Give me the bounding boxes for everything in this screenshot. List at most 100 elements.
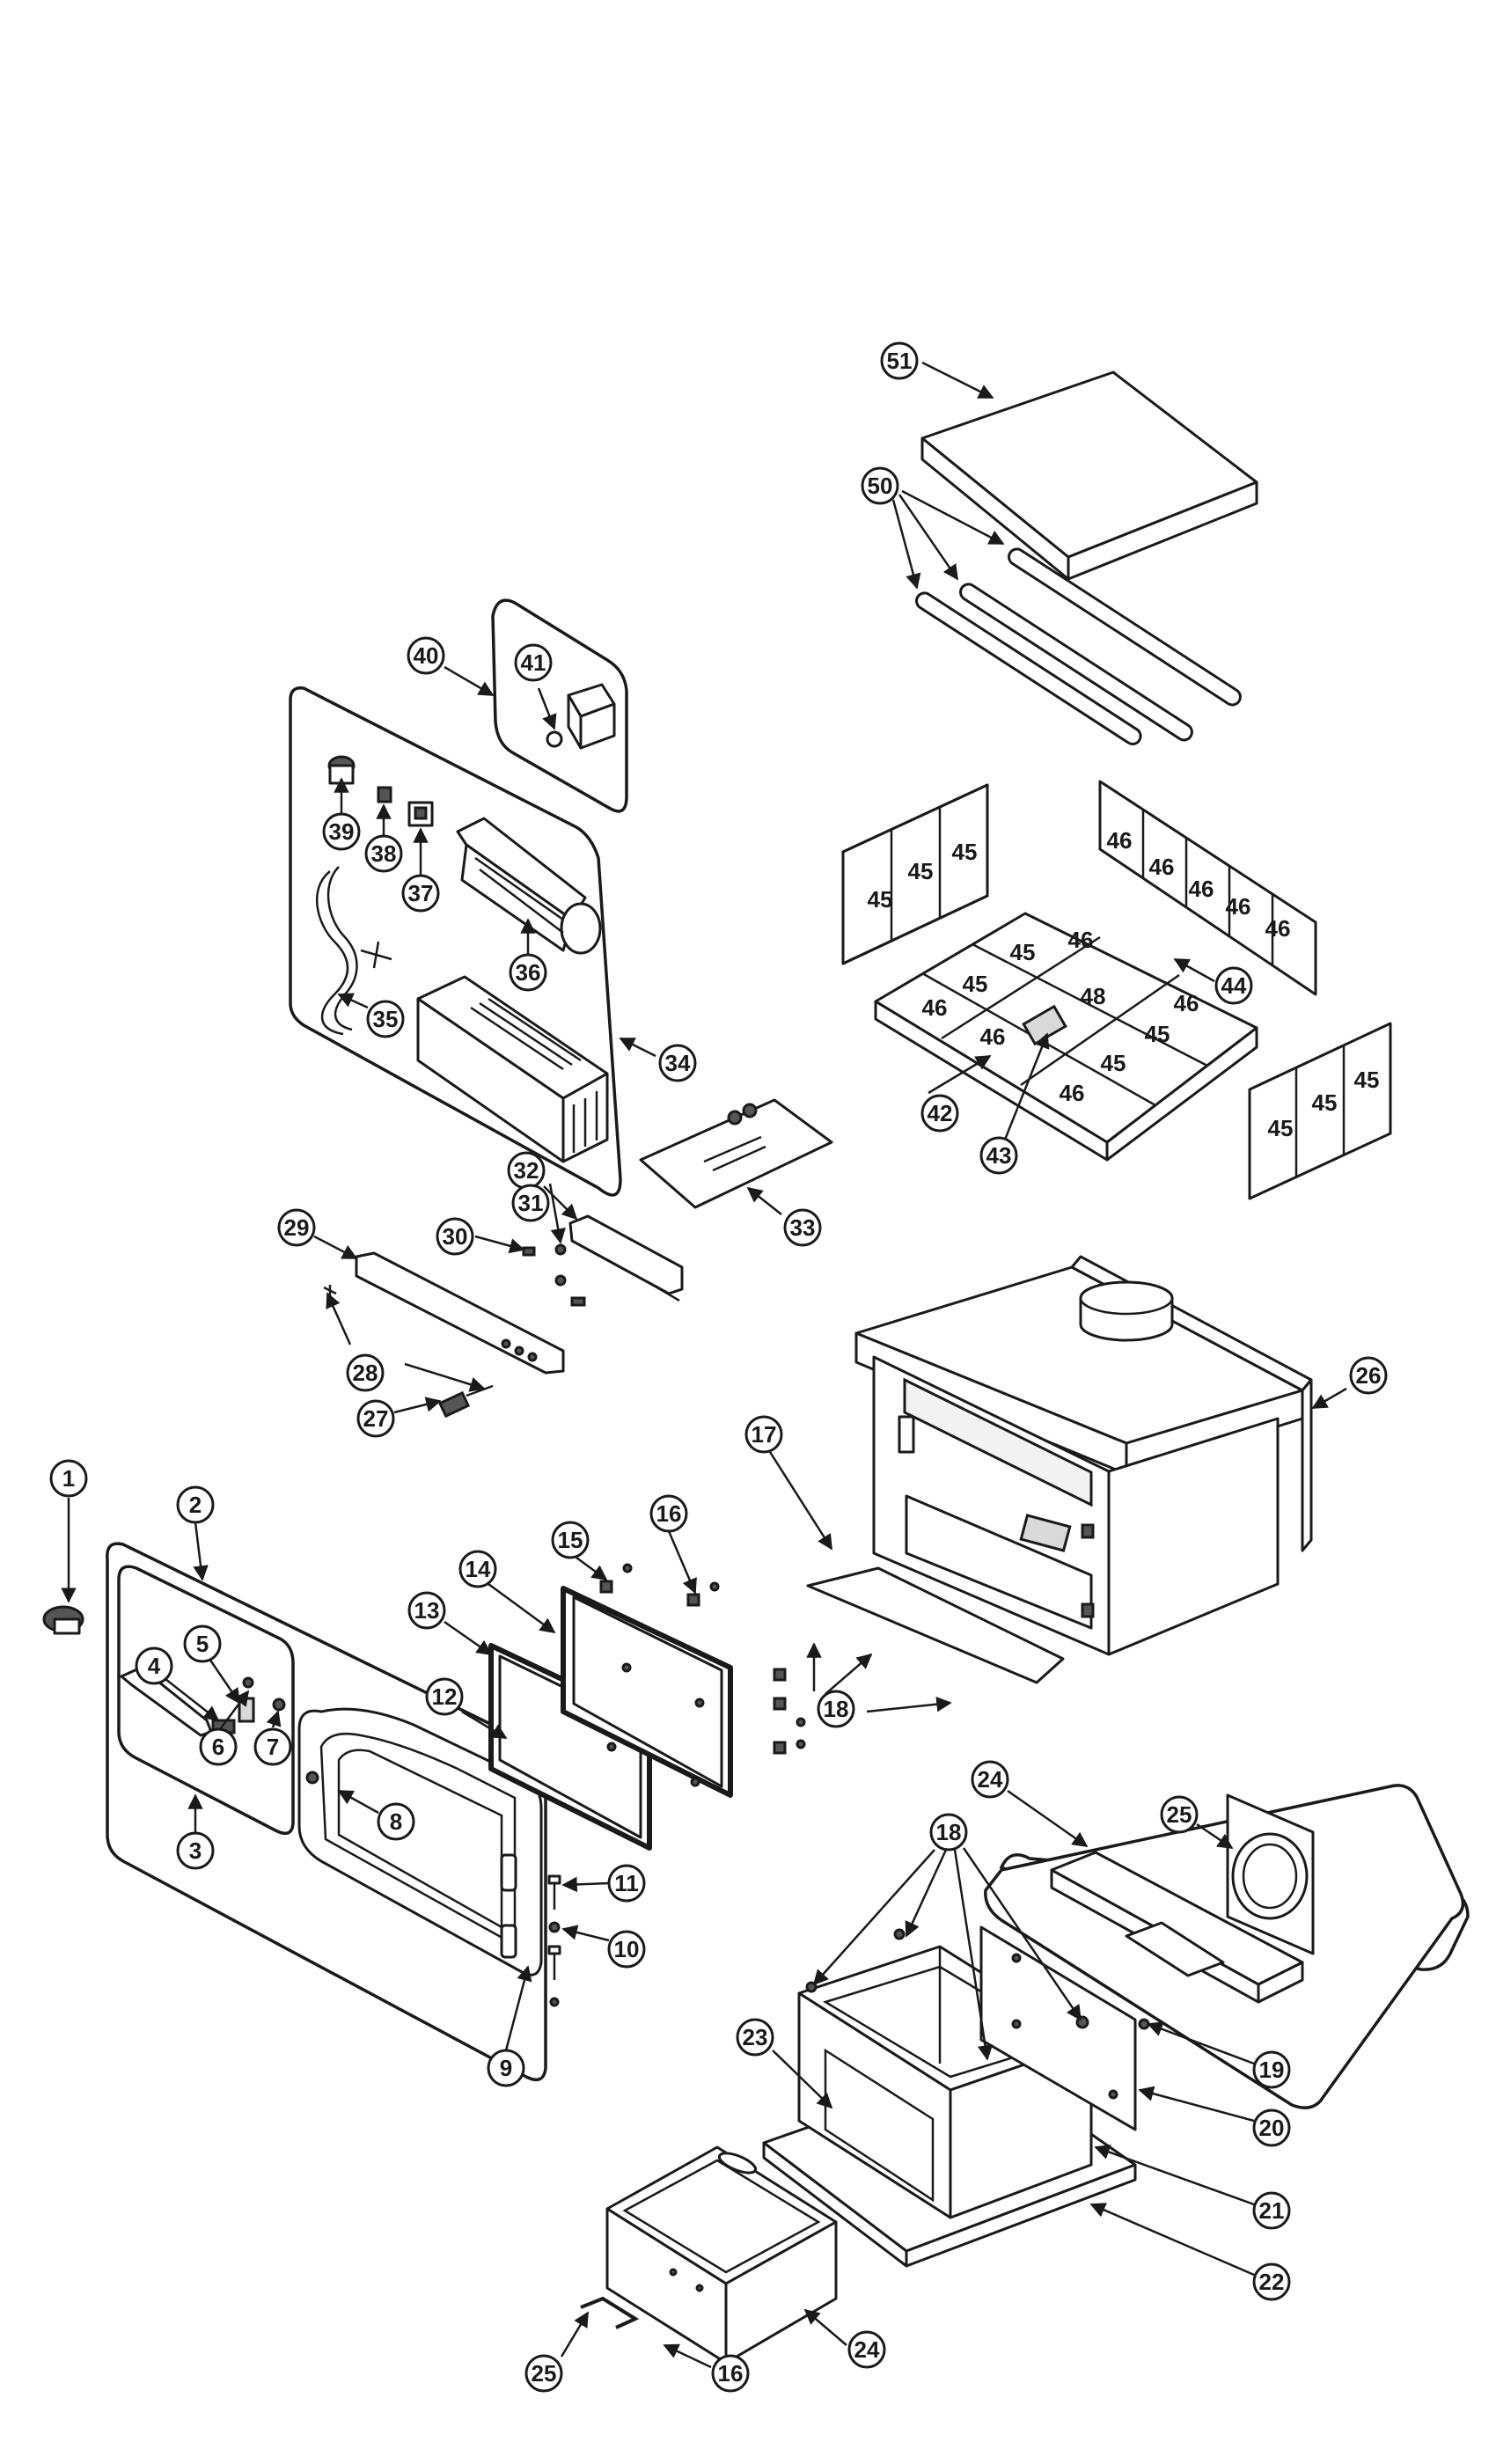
callout-19: 19 — [1252, 2050, 1291, 2089]
svg-text:12: 12 — [432, 1683, 458, 1710]
brick-label: 46 — [922, 994, 948, 1021]
callout-4: 4 — [135, 1646, 173, 1685]
brick-label: 45 — [1101, 1050, 1126, 1076]
brick-label: 45 — [1312, 1089, 1338, 1116]
svg-text:17: 17 — [752, 1421, 777, 1448]
callout-43: 41 — [514, 643, 553, 682]
callout-20: 20 — [1252, 2108, 1291, 2147]
callout-31: 29 — [277, 1208, 316, 1247]
svg-text:31: 31 — [518, 1190, 544, 1216]
svg-text:27: 27 — [363, 1405, 389, 1432]
brick-labels: 45 45 45 46 46 46 46 46 45 45 45 45 46 4… — [868, 827, 1380, 1141]
blower-part — [456, 817, 602, 955]
callout-16: 16 — [649, 1494, 688, 1533]
svg-text:36: 36 — [516, 959, 541, 986]
callout-17: 17 — [744, 1415, 783, 1454]
callout-51: 51 — [880, 341, 919, 380]
callout-2: 2 — [176, 1485, 215, 1524]
svg-text:25: 25 — [532, 2360, 557, 2387]
brick-label: 46 — [1174, 990, 1199, 1016]
firebrick-left-wall — [841, 783, 989, 965]
power-cord-part — [316, 866, 392, 1036]
svg-text:29: 29 — [284, 1214, 310, 1241]
collar-plate-part — [1226, 1793, 1315, 1955]
bracket-part — [568, 1214, 684, 1302]
svg-text:50: 50 — [868, 473, 893, 499]
svg-text:39: 39 — [329, 818, 355, 845]
svg-text:51: 51 — [887, 348, 913, 374]
callout-16-bottom: 16 — [711, 2354, 750, 2393]
svg-text:1: 1 — [62, 1465, 75, 1492]
svg-text:14: 14 — [466, 1556, 491, 1582]
glass-clips — [599, 1563, 806, 1755]
callout-5: 5 — [183, 1624, 222, 1663]
svg-text:13: 13 — [414, 1597, 440, 1624]
svg-text:5: 5 — [196, 1631, 209, 1657]
svg-text:21: 21 — [1259, 2197, 1285, 2224]
svg-text:23: 23 — [743, 2024, 768, 2050]
brick-label: 46 — [1068, 927, 1094, 953]
switch-part — [377, 786, 392, 803]
callout-44: 42 — [920, 1094, 959, 1133]
brick-label: 45 — [963, 971, 988, 997]
svg-text:24: 24 — [854, 2336, 880, 2363]
callout-40: 38 — [364, 834, 403, 873]
brick-label: 45 — [952, 839, 978, 865]
svg-text:25: 25 — [1167, 1801, 1192, 1828]
callout-38: 36 — [509, 953, 547, 992]
callout-41: 39 — [322, 812, 361, 851]
callout-33c: 31 — [511, 1184, 550, 1222]
svg-text:7: 7 — [267, 1734, 279, 1760]
callout-11: 11 — [607, 1864, 646, 1903]
air-control-bar-part — [355, 1251, 565, 1375]
svg-text:10: 10 — [614, 1936, 640, 1962]
blower-housing-part — [416, 975, 609, 1163]
svg-text:22: 22 — [1259, 2269, 1285, 2295]
door-handle-knob-part — [42, 1605, 84, 1635]
glass-and-gasket — [488, 1586, 733, 1851]
callout-42: 40 — [407, 636, 445, 675]
callout-39: 37 — [401, 874, 440, 913]
callout-23: 23 — [736, 2018, 774, 2057]
callout-36: 34 — [658, 1044, 697, 1082]
callout-34: 32 — [507, 1151, 546, 1190]
svg-text:34: 34 — [665, 1050, 691, 1076]
svg-text:9: 9 — [500, 2055, 512, 2081]
svg-text:41: 41 — [521, 649, 546, 676]
air-tube-parts — [915, 547, 1242, 745]
callout-13: 13 — [407, 1591, 446, 1630]
callout-3: 3 — [176, 1831, 215, 1870]
svg-text:37: 37 — [408, 880, 434, 906]
callout-8: 8 — [377, 1802, 415, 1841]
brick-label: 46 — [1060, 1080, 1085, 1106]
brick-label: 46 — [1149, 854, 1175, 880]
callout-29: 27 — [356, 1399, 395, 1438]
svg-text:38: 38 — [371, 840, 397, 867]
brick-label: 46 — [1226, 893, 1251, 920]
brick-label: 46 — [1189, 876, 1214, 902]
callout-7: 7 — [253, 1727, 292, 1766]
svg-text:2: 2 — [189, 1492, 202, 1518]
svg-text:44: 44 — [1221, 972, 1247, 999]
svg-text:28: 28 — [353, 1360, 378, 1386]
callout-26: 24 — [971, 1760, 1009, 1799]
callout-25: 2525 — [524, 2354, 563, 2393]
svg-text:42: 42 — [928, 1100, 953, 1126]
leader-lines — [61, 361, 1347, 2369]
ash-lip-part — [806, 1566, 1065, 1684]
ash-pan-handle-part — [580, 2296, 640, 2329]
brick-label: 45 — [1354, 1067, 1380, 1093]
svg-text:40: 40 — [414, 642, 439, 669]
baffle-board-part — [920, 370, 1258, 581]
callout-24: 242224 — [847, 2330, 886, 2369]
door-hardware — [547, 1874, 561, 2007]
firebrick-right-wall — [1248, 1022, 1392, 1200]
callout-1: 1 — [49, 1459, 88, 1498]
speed-control-part — [407, 801, 434, 827]
svg-text:19: 19 — [1259, 2057, 1285, 2083]
callout-21: 21 — [1252, 2191, 1291, 2230]
callout-6: 6 — [199, 1727, 238, 1766]
brick-label: 45 — [1145, 1021, 1170, 1047]
callout-47: 43 — [979, 1136, 1018, 1175]
